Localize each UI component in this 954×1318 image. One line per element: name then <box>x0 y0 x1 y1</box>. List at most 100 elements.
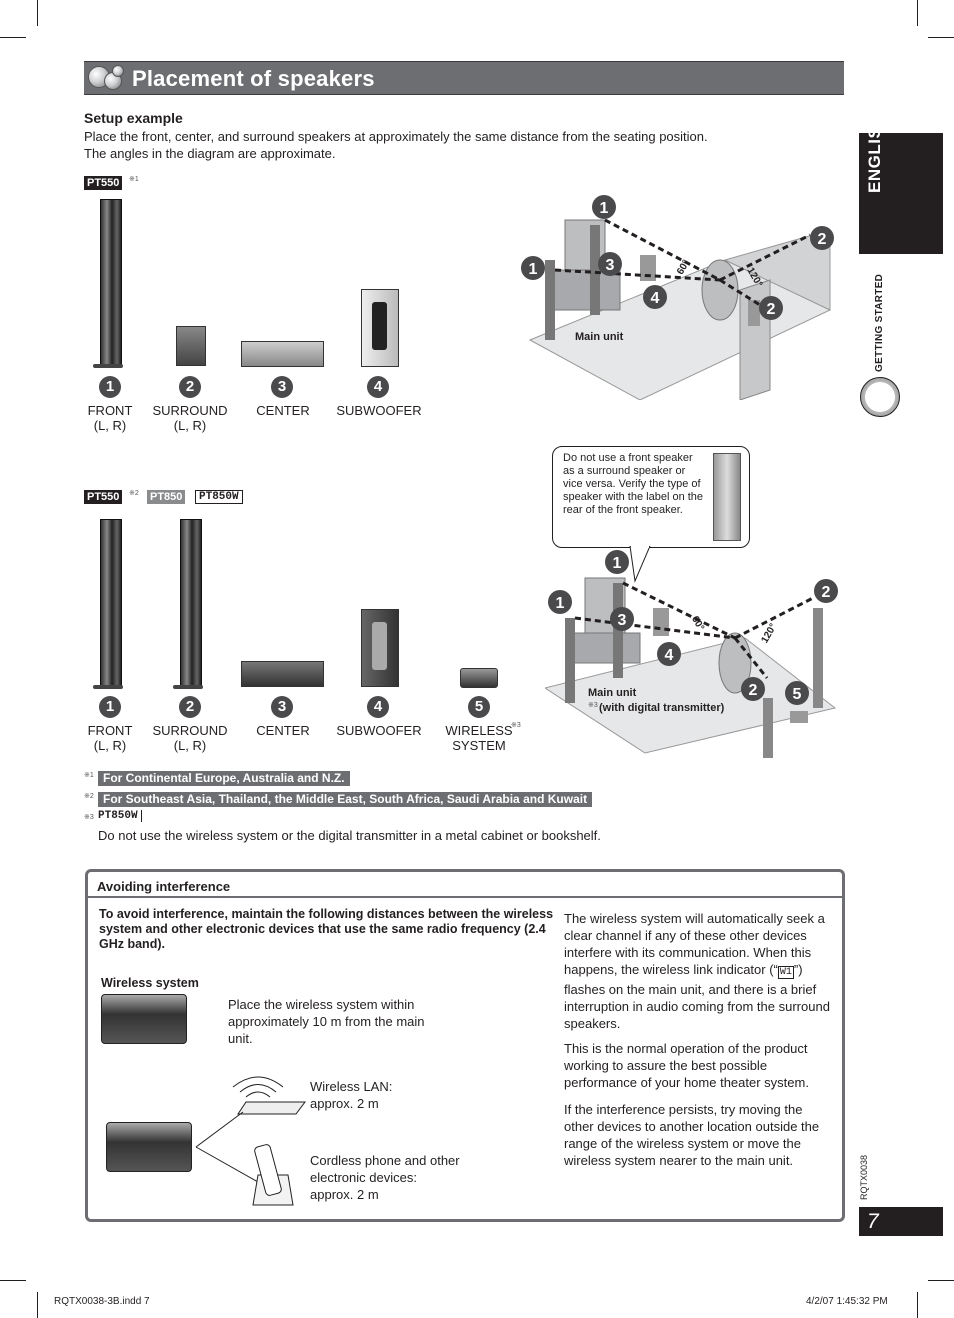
footnote-mark: ※3 <box>588 702 598 709</box>
svg-text:1: 1 <box>613 555 622 572</box>
metal-cabinet-warning: Do not use the wireless system or the di… <box>98 828 601 843</box>
interference-paragraph-1: The wireless system will automatically s… <box>564 911 830 1031</box>
item-number: 1 <box>99 376 121 398</box>
speaker-label-subwoofer: SUBWOOFER <box>336 403 422 418</box>
wireless-system-image <box>101 994 187 1044</box>
interference-header: Avoiding interference <box>88 872 842 898</box>
front-speaker-image <box>93 519 123 689</box>
item-number: 5 <box>468 696 490 718</box>
speaker-label-surround: SURROUND(L, R) <box>152 403 228 433</box>
item-number: 2 <box>179 696 201 718</box>
document-code: RQTX0038 <box>859 1154 869 1200</box>
place-text: Place the wireless system within approxi… <box>228 997 425 1046</box>
footnote-mark: ※1 <box>84 772 94 779</box>
crop-mark <box>917 0 918 26</box>
subwoofer-image <box>361 289 399 367</box>
item-number: 2 <box>179 376 201 398</box>
svg-text:4: 4 <box>665 647 674 664</box>
surround-speaker-image <box>176 326 206 366</box>
crop-mark <box>928 1280 954 1281</box>
footer-file-info: RQTX0038-3B.indd 7 <box>54 1296 150 1307</box>
speaker-label-center: CENTER <box>256 723 310 738</box>
footnote-mark: ※1 <box>129 176 139 183</box>
setup-text: Place the front, center, and surround sp… <box>84 128 804 162</box>
interference-paragraph-2: This is the normal operation of the prod… <box>564 1041 809 1090</box>
main-unit-label: Main unit <box>588 687 637 699</box>
speaker-label-center: CENTER <box>256 403 310 418</box>
item-number: 4 <box>367 376 389 398</box>
speaker-label-surround: SURROUND(L, R) <box>152 723 228 753</box>
svg-text:3: 3 <box>606 257 615 274</box>
crop-mark <box>0 1280 26 1281</box>
callout-text: Do not use a front speaker as a surround… <box>563 452 704 516</box>
callout-pointer <box>629 546 651 583</box>
cordless-phone-icon <box>252 1144 294 1206</box>
svg-text:2: 2 <box>822 584 831 601</box>
main-unit-label: Main unit <box>575 331 624 343</box>
section-label: GETTING STARTED <box>874 273 885 372</box>
svg-text:3: 3 <box>618 612 627 629</box>
language-tab: ENGLISH <box>859 114 943 254</box>
surround-speaker-image <box>173 519 203 689</box>
svg-text:1: 1 <box>556 595 565 612</box>
svg-text:1: 1 <box>600 200 609 217</box>
wireless-system-image <box>460 668 498 688</box>
footnote-mark: ※2 <box>129 490 139 497</box>
footnote-mark: ※3 <box>511 722 521 729</box>
item-number: 3 <box>271 376 293 398</box>
model-tag-pt550: PT550 <box>84 490 123 504</box>
setup-heading: Setup example <box>84 110 183 126</box>
callout-box: Do not use a front speaker as a surround… <box>552 446 750 548</box>
interference-box: Avoiding interference To avoid interfere… <box>85 869 845 1222</box>
crop-mark <box>37 1292 38 1318</box>
item-number: 4 <box>367 696 389 718</box>
crop-mark <box>928 37 954 38</box>
bubble-icon <box>112 65 124 77</box>
wireless-system-image <box>106 1122 192 1172</box>
wireless-lan-router-icon <box>195 1076 306 1183</box>
svg-text:1: 1 <box>529 261 538 278</box>
page-number: 7 <box>859 1207 943 1236</box>
speaker-label-subwoofer: SUBWOOFER <box>336 723 422 738</box>
setup-line-1: Place the front, center, and surround sp… <box>84 129 708 144</box>
wireless-link-indicator-icon: W1 <box>777 966 794 979</box>
model-tag-pt850w: PT850W <box>195 490 243 504</box>
crop-mark <box>917 1292 918 1318</box>
transmitter-label: (with digital transmitter) <box>599 702 725 714</box>
front-speaker-rear-image <box>713 453 741 541</box>
speaker-label-front: FRONT(L, R) <box>87 723 133 753</box>
svg-text:2: 2 <box>818 231 827 248</box>
subwoofer-image <box>361 609 399 687</box>
footnote-mark: ※2 <box>84 793 94 800</box>
interference-intro: To avoid interference, maintain the foll… <box>99 907 554 951</box>
footnote-mark: ※3 <box>84 814 94 821</box>
speaker-label-front: FRONT(L, R) <box>87 403 133 433</box>
item-number: 1 <box>99 696 121 718</box>
language-label: ENGLISH <box>865 113 884 193</box>
room-diagram-1: 1 1 3 4 2 2 <box>521 195 834 400</box>
wireless-system-label: Wireless system <box>101 976 199 990</box>
interference-paragraph-3: If the interference persists, try moving… <box>564 1102 820 1168</box>
crop-mark <box>0 37 26 38</box>
footnote-2: For Southeast Asia, Thailand, the Middle… <box>98 792 593 807</box>
svg-text:5: 5 <box>793 686 802 703</box>
model-tag-pt850w: PT850W <box>98 810 142 822</box>
getting-started-icon <box>860 377 900 417</box>
svg-text:2: 2 <box>749 682 758 699</box>
wireless-lan-text: Wireless LAN:approx. 2 m <box>310 1079 393 1111</box>
model-tag-pt550: PT550 <box>84 176 123 190</box>
center-speaker-image <box>241 661 324 687</box>
room-diagram-2: 1 1 3 4 2 2 5 <box>545 550 838 758</box>
setup-line-2: The angles in the diagram are approximat… <box>84 146 336 161</box>
interference-heading: Avoiding interference <box>97 879 231 894</box>
svg-text:2: 2 <box>767 301 776 318</box>
crop-mark <box>37 0 38 26</box>
section-title-bar: Placement of speakers <box>84 61 844 95</box>
page-title: Placement of speakers <box>132 66 375 91</box>
front-speaker-image <box>93 199 123 368</box>
center-speaker-image <box>241 341 324 367</box>
svg-text:4: 4 <box>651 290 660 307</box>
footnote-1: For Continental Europe, Australia and N.… <box>98 771 350 786</box>
